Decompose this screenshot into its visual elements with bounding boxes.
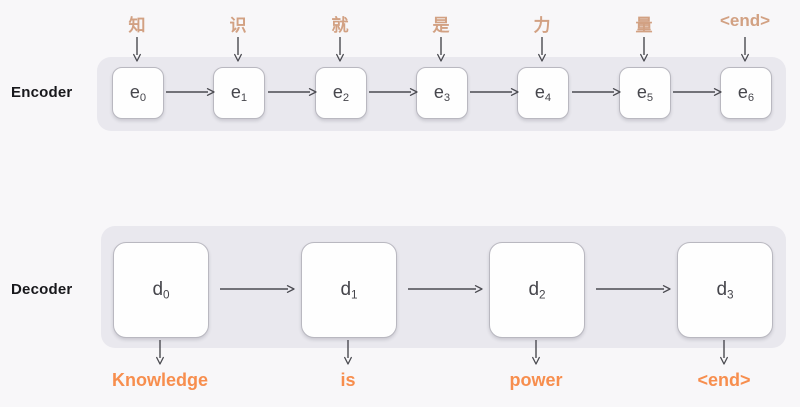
encoder-cell-e3: e3 bbox=[416, 67, 468, 119]
decoder-output-word-3: <end> bbox=[697, 370, 751, 390]
encoder-input-token-0: 知 bbox=[128, 16, 146, 35]
decoder-output-word-2: power bbox=[509, 370, 563, 390]
encoder-cell-e2: e2 bbox=[315, 67, 367, 119]
encoder-cell-e0: e0 bbox=[112, 67, 164, 119]
decoder-cell-label-d1: d1 bbox=[340, 278, 358, 302]
encoder-input-token-2: 就 bbox=[331, 16, 349, 35]
decoder-band bbox=[101, 226, 786, 348]
decoder-cell-d1: d1 bbox=[301, 242, 397, 338]
encoder-input-token-5: 量 bbox=[635, 16, 653, 35]
encoder-cell-label-e6: e6 bbox=[737, 81, 755, 105]
decoder-cell-label-d2: d2 bbox=[528, 278, 546, 302]
encoder-cell-label-e3: e3 bbox=[433, 81, 451, 105]
decoder-cell-d2: d2 bbox=[489, 242, 585, 338]
decoder-output-word-0: Knowledge bbox=[111, 370, 209, 390]
encoder-cell-e5: e5 bbox=[619, 67, 671, 119]
decoder-cell-d3: d3 bbox=[677, 242, 773, 338]
encoder-input-token-6: <end> bbox=[719, 11, 771, 30]
encoder-cell-e6: e6 bbox=[720, 67, 772, 119]
decoder-cell-label-d0: d0 bbox=[152, 278, 170, 302]
encoder-input-token-1: 识 bbox=[229, 16, 247, 35]
decoder-label: Decoder bbox=[11, 281, 73, 298]
decoder-cell-d0: d0 bbox=[113, 242, 209, 338]
encoder-cell-label-e5: e5 bbox=[636, 81, 654, 105]
encoder-input-token-3: 是 bbox=[432, 16, 450, 35]
decoder-output-word-1: is bbox=[340, 370, 356, 390]
encoder-cell-label-e1: e1 bbox=[230, 81, 248, 105]
encoder-cell-label-e2: e2 bbox=[332, 81, 350, 105]
encoder-label: Encoder bbox=[11, 84, 73, 101]
encoder-input-token-4: 力 bbox=[533, 16, 551, 35]
encoder-cell-e4: e4 bbox=[517, 67, 569, 119]
encoder-cell-label-e0: e0 bbox=[129, 81, 147, 105]
encoder-cell-e1: e1 bbox=[213, 67, 265, 119]
decoder-cell-label-d3: d3 bbox=[716, 278, 734, 302]
encoder-cell-label-e4: e4 bbox=[534, 81, 552, 105]
